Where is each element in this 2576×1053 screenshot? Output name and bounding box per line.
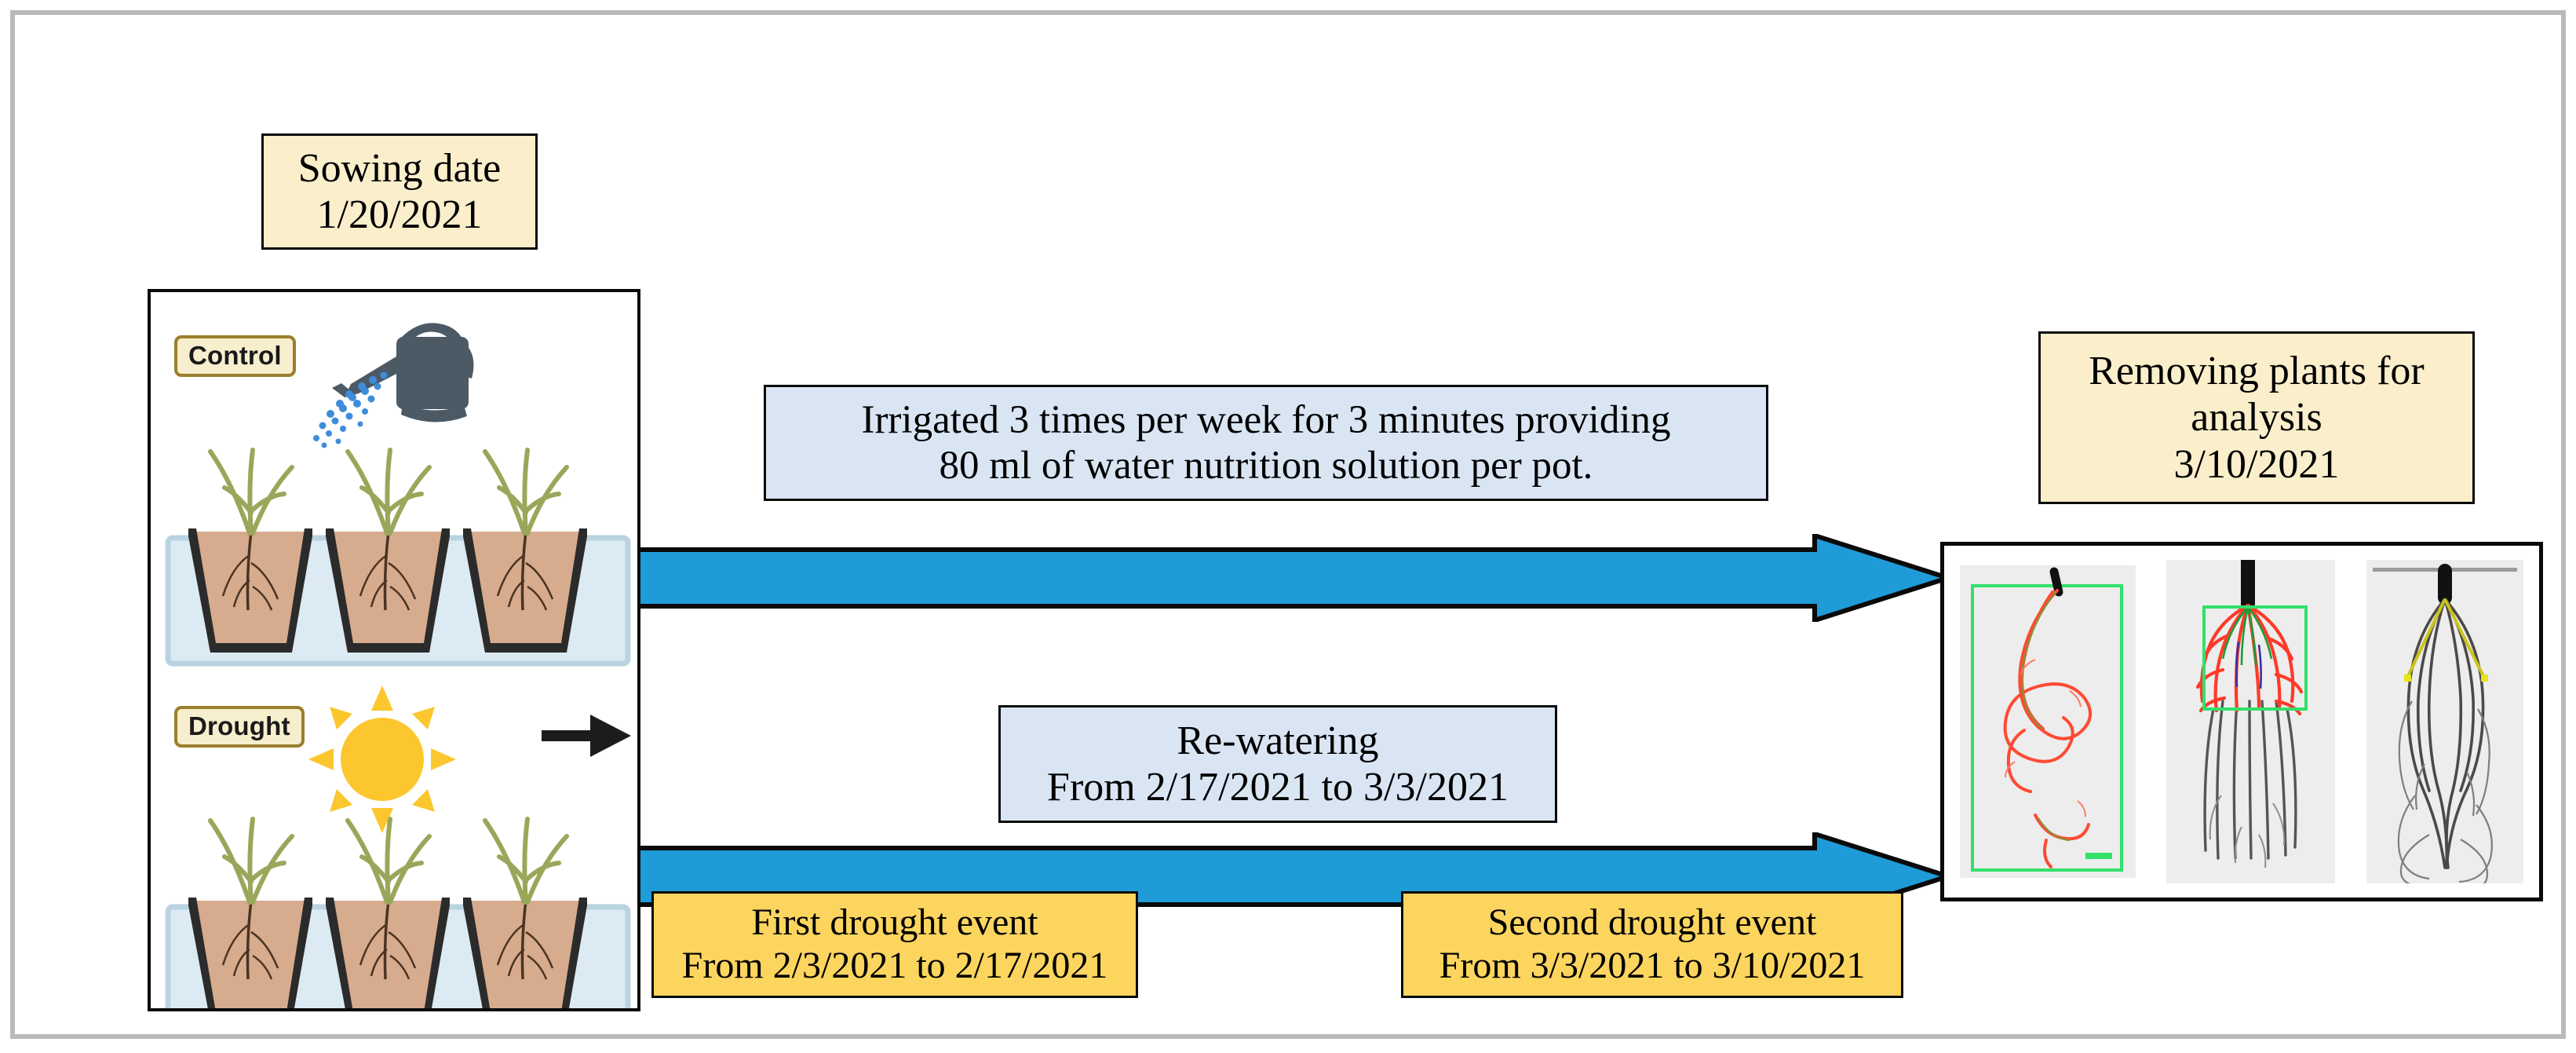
pots-in-water-tray-icon xyxy=(159,806,637,1008)
rewatering-box: Re-watering From 2/17/2021 to 3/3/2021 xyxy=(998,705,1557,823)
control-treatment-label: Control xyxy=(174,335,296,377)
drought-treatment-label: Drought xyxy=(174,706,305,748)
root-scan-gray-with-angle xyxy=(2366,560,2524,883)
sun-icon xyxy=(304,681,461,838)
sowing-date-box: Sowing date 1/20/2021 xyxy=(261,133,538,250)
second-drought-event-box: Second drought event From 3/3/2021 to 3/… xyxy=(1401,891,1903,998)
black-arrow-icon xyxy=(542,708,634,763)
removing-plants-box: Removing plants for analysis 3/10/2021 xyxy=(2038,331,2475,504)
root-analysis-panel xyxy=(1940,542,2543,901)
root-scan-traced-red xyxy=(1959,565,2136,878)
irrigation-regime-box: Irrigated 3 times per week for 3 minutes… xyxy=(764,385,1768,501)
first-drought-event-box: First drought event From 2/3/2021 to 2/1… xyxy=(651,891,1138,998)
watering-can-icon xyxy=(304,309,500,463)
root-scan-red-and-gray xyxy=(2166,560,2336,883)
pots-in-water-tray-icon xyxy=(159,437,637,673)
plant-treatment-panel: Control Drought xyxy=(148,289,640,1011)
control-treatment-arrow xyxy=(637,534,1950,622)
